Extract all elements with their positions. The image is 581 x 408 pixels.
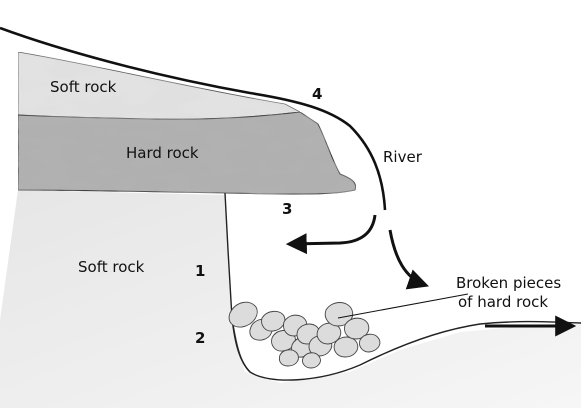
marker-3: 3 bbox=[282, 200, 292, 218]
marker-1: 1 bbox=[195, 262, 205, 280]
marker-2: 2 bbox=[195, 329, 205, 347]
hard-rock-label: Hard rock bbox=[126, 144, 199, 162]
broken-pieces-leader-line bbox=[338, 294, 468, 318]
marker-4: 4 bbox=[312, 85, 322, 103]
broken-pieces-label-line2: of hard rock bbox=[458, 293, 548, 311]
falling-water-arrow bbox=[390, 230, 425, 285]
river-label: River bbox=[383, 148, 423, 166]
soft-rock-top-label: Soft rock bbox=[50, 78, 117, 96]
soft-rock-bottom-label: Soft rock bbox=[78, 258, 145, 276]
undercut-arrow bbox=[290, 215, 375, 244]
broken-rock-pieces bbox=[229, 302, 380, 368]
broken-pieces-label-line1: Broken pieces bbox=[456, 274, 561, 292]
